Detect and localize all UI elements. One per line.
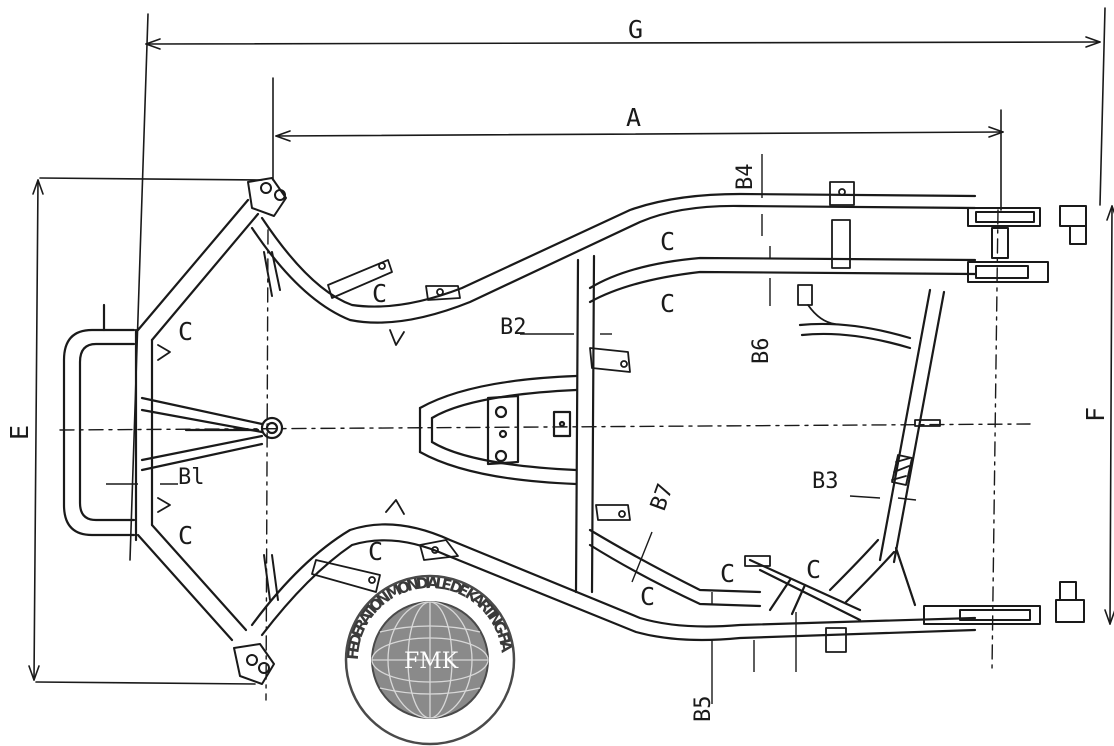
dim-label-g: G	[628, 15, 643, 44]
rear-bearings	[923, 205, 1087, 625]
mount-tabs	[157, 181, 941, 653]
dim-label-b5: B5	[691, 696, 716, 723]
tube-label: C	[178, 317, 193, 346]
dim-label-b4: B4	[733, 164, 758, 191]
dim-label-a: A	[626, 103, 641, 132]
steering-v	[140, 396, 284, 472]
b-dimension-arrows	[106, 154, 917, 704]
dim-label-b2: B2	[500, 315, 527, 340]
frame-tubes	[62, 192, 977, 642]
tube-labels: C C C C C C C C C	[178, 227, 821, 611]
tube-label: C	[372, 279, 387, 308]
tube-label: C	[640, 582, 655, 611]
kingpin-brackets	[233, 177, 287, 685]
tube-label: C	[660, 227, 675, 256]
dim-label-b7: B7	[646, 481, 679, 514]
tube-label: C	[368, 537, 383, 566]
seat-mount	[418, 374, 578, 486]
dim-label-b1: Bl	[178, 465, 205, 490]
fmk-seal: FMK FEDERATION MONDIALE DE KARTING-FIA	[344, 574, 516, 746]
tube-label: C	[806, 555, 821, 584]
dim-label-b6: B6	[749, 338, 774, 365]
dimension-lines	[28, 7, 1114, 685]
center-lines	[59, 209, 1031, 701]
seal-center-text: FMK	[404, 649, 459, 674]
dim-label-b3: B3	[812, 469, 839, 494]
tube-label: C	[660, 289, 675, 318]
dim-label-e: E	[5, 425, 34, 440]
dim-label-f: F	[1081, 407, 1110, 422]
tube-label: C	[178, 521, 193, 550]
tube-label: C	[720, 559, 735, 588]
dimension-labels: G A E F Bl B2 B3 B4 B5 B6 B7	[5, 15, 1110, 722]
